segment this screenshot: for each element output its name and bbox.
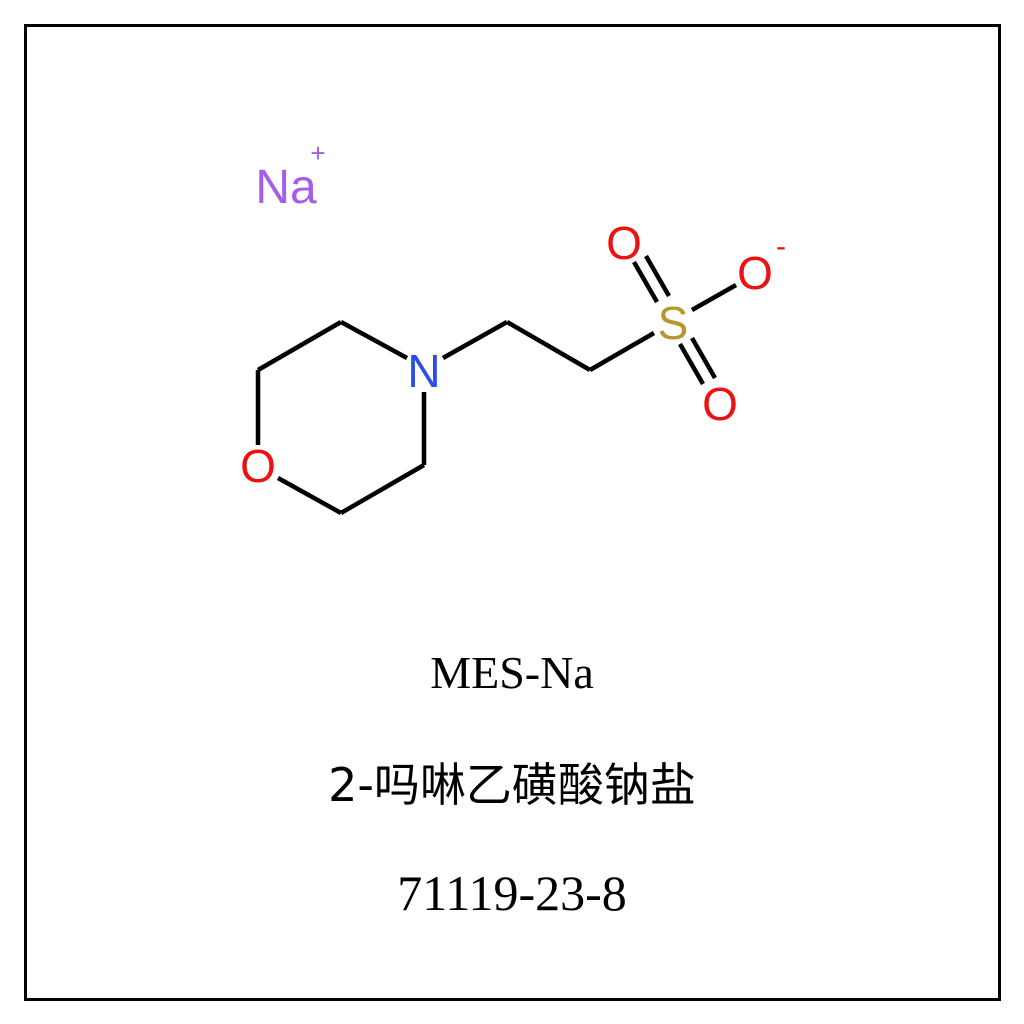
- oxygen-top-atom: O: [606, 217, 642, 269]
- bond-c3-c4: [339, 463, 426, 515]
- counter-ion-charge: +: [310, 138, 325, 168]
- bond-c5-c6: [505, 320, 592, 372]
- compound-abbreviation: MES-Na: [430, 647, 594, 698]
- counter-ion-label: Na: [255, 161, 317, 214]
- oxygen-anion-charge: -: [776, 230, 786, 263]
- bond-s-o-bottom-b: [690, 336, 717, 380]
- bond-c6-s: [588, 331, 656, 372]
- compound-chinese-name: 2-吗啉乙磺酸钠盐: [328, 758, 696, 812]
- bonds: [255, 254, 738, 515]
- cas-number: 71119-23-8: [397, 865, 627, 921]
- bond-n-c1: [339, 320, 409, 360]
- oxygen-bottom-atom: O: [702, 378, 738, 430]
- atom-labels: Na + N O S O O - O: [240, 138, 786, 492]
- figure-frame: [24, 24, 1001, 1001]
- bond-n-c5: [441, 320, 509, 360]
- bond-s-o-minus: [690, 283, 738, 312]
- bond-s-o-top-b: [644, 254, 671, 298]
- sulfur-atom: S: [658, 297, 689, 349]
- oxygen-anion-atom: O: [737, 247, 773, 299]
- ring-oxygen-atom: O: [240, 440, 276, 492]
- bond-s-o-top-a: [632, 260, 659, 304]
- bond-s-o-bottom-a: [678, 342, 705, 386]
- nitrogen-atom: N: [407, 345, 440, 397]
- bond-c1-c2: [256, 320, 343, 372]
- bond-o-c3: [276, 476, 343, 515]
